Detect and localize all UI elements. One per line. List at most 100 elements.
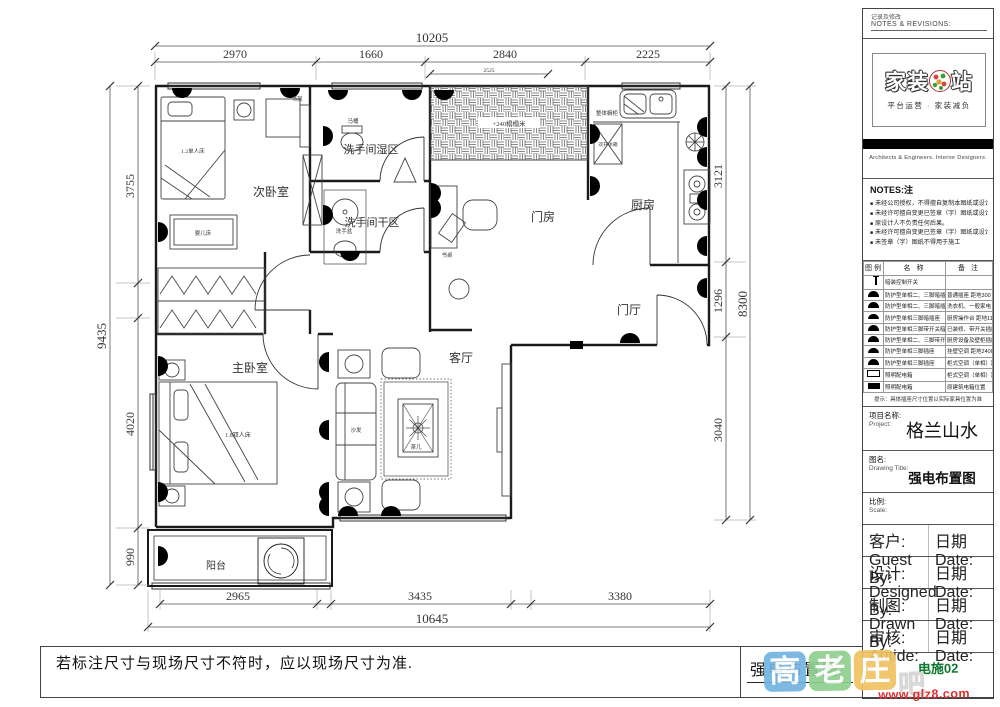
project-section: 项目名称: Project: 格兰山水: [863, 407, 993, 451]
notes-heading: NOTES:注: [870, 185, 914, 195]
dim-right-seg-0: 3121: [711, 164, 725, 188]
date-label-cn: 日期: [935, 566, 968, 583]
furniture-master-bedroom: [158, 359, 278, 507]
legend-row: 防护型单相二、三脚带开关暗插座 厨房设备及壁柜插座: [863, 333, 993, 347]
auditor-label-cn: 审核:: [869, 630, 906, 647]
legend-name: 防护型单相三脚暗插座: [883, 311, 946, 324]
legend-header-icon: 图例: [863, 261, 884, 276]
company-logo: 家装站 平台运营 · 家装减负: [872, 53, 986, 127]
revisions-label-en: NOTES & REVISIONS:: [871, 21, 987, 31]
date-label-en: Date:: [935, 584, 974, 601]
dim-top-overall: 10205: [416, 30, 449, 45]
legend-row: 防护型单相三脚带开关暗插座 已装修、带开关插座: [863, 322, 993, 336]
tatami-study: [429, 85, 589, 300]
scale-label-cn: 比例:: [869, 497, 887, 506]
title-block: 记录及修改 NOTES & REVISIONS: 家装站 平台运营 · 家装减负…: [862, 8, 994, 699]
legend-header-remark: 备 注: [945, 261, 993, 276]
footer-left-line: [40, 646, 41, 697]
guest-label-cn: 客户:: [869, 534, 906, 551]
note-line: 原设计人不负责任何后果。: [870, 219, 988, 229]
drawing-label-en: Drawing Title:: [869, 465, 909, 472]
windows: [149, 82, 681, 590]
project-label-en: Project:: [869, 421, 892, 428]
dim-top-sub: 2525: [484, 68, 495, 74]
dim-bottom-seg-2: 3380: [608, 589, 632, 603]
dim-left-seg-2: 990: [123, 548, 137, 566]
legend-row: 防护型单相二、三脚暗插座 洗衣机、一般家电 距地: [863, 300, 993, 313]
date-label-en: Date:: [935, 616, 974, 633]
label-double-bed: 1.8双人床: [225, 431, 251, 439]
dim-top-seg-0: 2970: [223, 47, 247, 61]
footer-divider-line: [740, 646, 741, 697]
room-label-second-bedroom: 次卧室: [253, 184, 289, 199]
label-desk: 书桌: [441, 251, 453, 259]
socket-icon: [868, 291, 879, 297]
divider-bar: [863, 139, 993, 149]
dim-right-seg-2: 3040: [711, 418, 725, 442]
logo-section: 家装站 平台运营 · 家装减负 Architects & Engineers. …: [863, 39, 993, 179]
sheet-title: 强电布置图: [750, 662, 841, 679]
sheet-number-label: NO:: [870, 656, 883, 663]
drawing-label-cn: 图名:: [869, 455, 887, 464]
date-label-cn: 日期: [935, 630, 968, 647]
room-label-study: 门房: [531, 209, 555, 224]
dim-left-seg-0: 3755: [123, 174, 137, 198]
legend-name: 暗装控制开关: [883, 274, 946, 290]
logo-text-1: 家装: [885, 71, 929, 94]
label-crib: 婴儿床: [195, 229, 212, 237]
legend-section: 图例 名 称 备 注 暗装控制开关 防护型单相二、三脚暗插座 普通插座 距地30…: [863, 261, 993, 407]
legend-row: 防护型单相三脚插座 柜式空调（单相）距地300: [863, 356, 993, 369]
date-label-cn: 日期: [935, 598, 968, 615]
legend-remark: 柜式空调（单相）距地300: [945, 356, 993, 369]
legend-row: 防护型单相三脚暗插座 厨房操作台 距地1100: [863, 311, 993, 324]
logo-e-icon: [929, 70, 951, 92]
footer-bottom-line: [40, 697, 994, 698]
doors: [254, 136, 708, 390]
legend-name: 防护型单相三脚带开关暗插座: [883, 322, 946, 336]
dim-bottom-seg-1: 3435: [408, 589, 432, 603]
legend-row: 暗装控制开关: [863, 274, 993, 290]
room-label-bath-dry: 洗手间干区: [345, 215, 400, 229]
bathroom-fixtures: [302, 125, 417, 265]
sheet-title-underline: [747, 682, 853, 683]
room-label-kitchen: 厨房: [631, 197, 655, 212]
legend-name: 照明配电箱: [883, 380, 946, 394]
drafter-label-cn: 制图:: [869, 598, 906, 615]
scale-section: 比例: Scale:: [863, 493, 993, 525]
label-tatami: +240榻榻米: [493, 119, 526, 128]
legend-remark: 洗衣机、一般家电 距地: [945, 300, 993, 313]
notes-section: NOTES:注 未经公司授权，不得擅自复制本图纸或设计 未经许可擅自变更已签章（…: [863, 179, 993, 261]
dimension-lines: [109, 45, 756, 632]
footer-top-line: [40, 646, 862, 647]
legend-row: 防护型单相二、三脚暗插座 普通插座 距地300: [863, 288, 993, 302]
dim-top-seg-3: 2225: [636, 47, 660, 61]
note-line: 未经许可擅自变更已签章（字）图纸或设计: [870, 228, 988, 238]
socket-icon: [868, 347, 879, 354]
legend-name: 防护型单相二、三脚带开关暗插座: [883, 333, 946, 347]
drawing-title: 强电布置图: [908, 471, 976, 486]
revisions-label-cn: 记录及修改: [871, 15, 902, 21]
furniture-living-room: [335, 347, 512, 513]
revisions-header: 记录及修改 NOTES & REVISIONS:: [863, 9, 993, 39]
note-line: 未经公司授权，不得擅自复制本图纸或设计: [870, 199, 988, 209]
room-label-balcony: 阳台: [206, 559, 226, 572]
legend-remark: [945, 274, 993, 290]
legend-name: 防护型单相二、三脚暗插座: [883, 300, 946, 313]
panel-box-icon: [867, 370, 880, 378]
room-label-master-bedroom: 主卧室: [232, 360, 268, 375]
legend-note: 提示：具体插座尺寸位置以实际家具位置为准: [874, 397, 982, 403]
legend-row: 照明配电箱 原建筑电箱位置: [863, 380, 993, 394]
socket-icon: [868, 325, 879, 331]
legend-name: 防护型单相三脚插座: [883, 345, 946, 358]
label-bookshelf: 书架: [291, 95, 303, 103]
legend-name: 照明配电箱: [883, 368, 946, 382]
label-sofa: 沙发: [350, 426, 362, 434]
project-name: 格兰山水: [906, 421, 978, 441]
legend-name: 防护型单相三脚插座: [883, 356, 946, 369]
room-label-bath-wet: 洗手间湿区: [344, 142, 399, 156]
date-label-en: Date:: [935, 648, 974, 665]
